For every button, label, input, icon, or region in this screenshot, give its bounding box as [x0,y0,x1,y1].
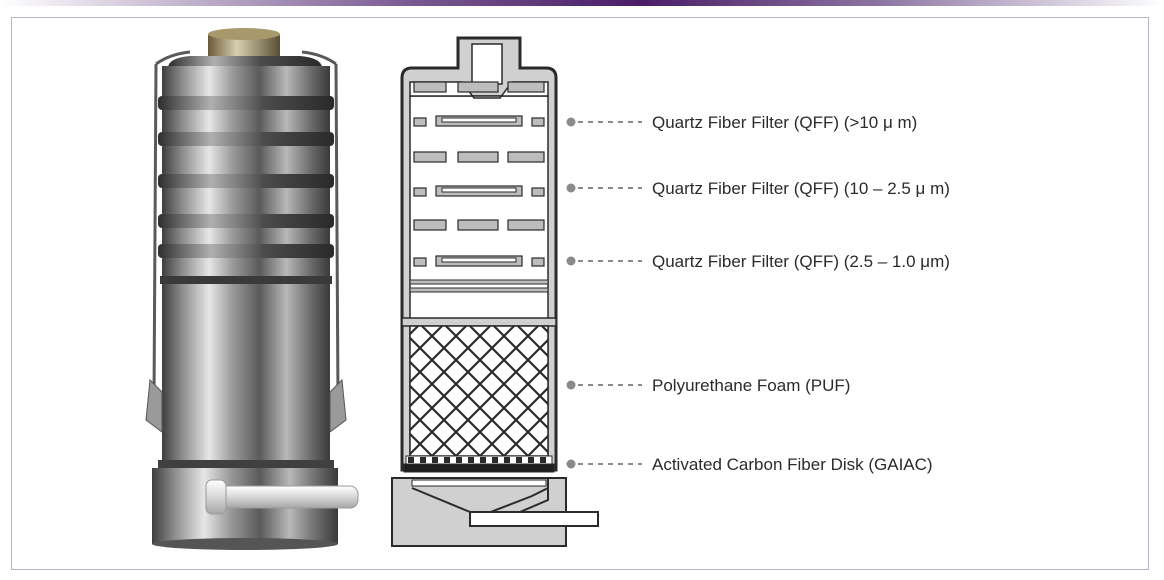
label-puf: Polyurethane Foam (PUF) [652,376,851,395]
cross-section-diagram [391,36,599,547]
label-gaiac: Activated Carbon Fiber Disk (GAIAC) [652,455,933,474]
label-qff-10um: Quartz Fiber Filter (QFF) (>10 μ m) [652,113,918,132]
leader-lines [566,117,642,469]
accent-gradient [0,0,1164,6]
sampler-photo [145,28,359,550]
label-qff-2-5-1-0um: Quartz Fiber Filter (QFF) (2.5 – 1.0 μm) [652,252,950,271]
label-qff-10-2-5um: Quartz Fiber Filter (QFF) (10 – 2.5 μ m) [652,179,950,198]
